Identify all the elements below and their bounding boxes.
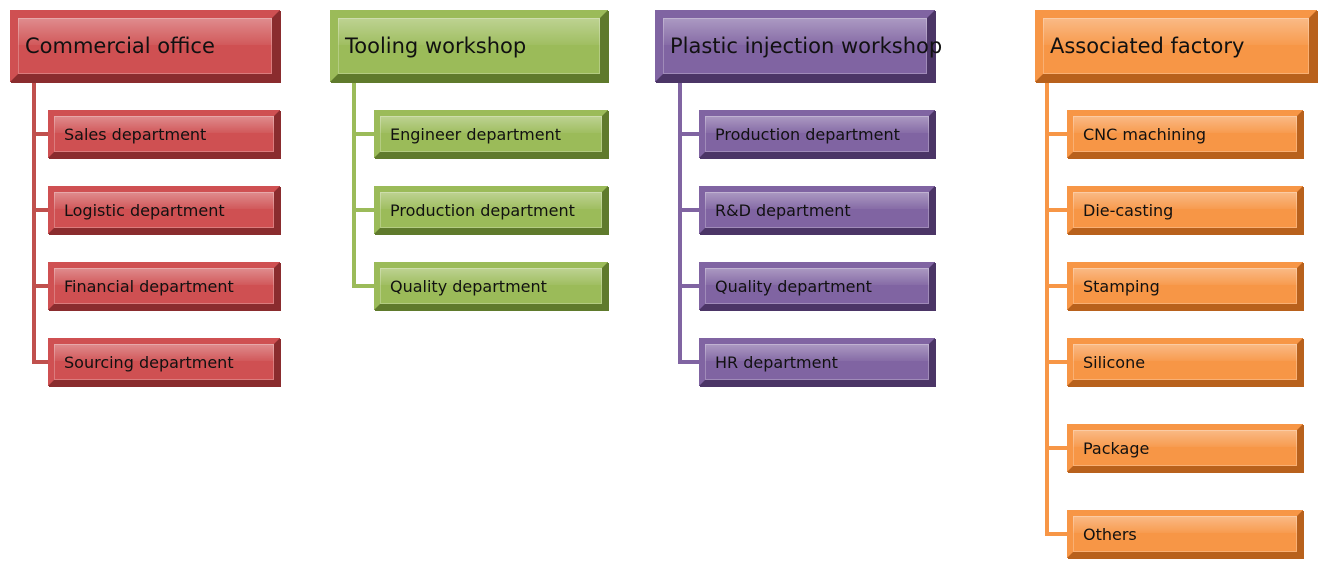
node-label: Sourcing department xyxy=(64,352,234,372)
node-commercial-financial-department: Financial department xyxy=(48,262,280,310)
node-tooling-engineer-department: Engineer department xyxy=(374,110,608,158)
header-associated: Associated factory xyxy=(1035,10,1317,82)
header-tooling: Tooling workshop xyxy=(330,10,608,82)
node-label: Silicone xyxy=(1083,352,1146,372)
node-tooling-quality-department: Quality department xyxy=(374,262,608,310)
node-label: Production department xyxy=(715,124,900,144)
header-commercial: Commercial office xyxy=(10,10,280,82)
node-label: Quality department xyxy=(715,276,872,296)
node-label: HR department xyxy=(715,352,838,372)
node-label: Stamping xyxy=(1083,276,1160,296)
node-label: Production department xyxy=(390,200,575,220)
header-title: Tooling workshop xyxy=(345,34,527,58)
node-tooling-production-department: Production department xyxy=(374,186,608,234)
node-label: Sales department xyxy=(64,124,207,144)
node-label: Package xyxy=(1083,438,1150,458)
node-label: Die-casting xyxy=(1083,200,1174,220)
node-associated-cnc-machining: CNC machining xyxy=(1067,110,1303,158)
node-label: R&D department xyxy=(715,200,851,220)
header-title: Associated factory xyxy=(1050,34,1245,58)
node-associated-others: Others xyxy=(1067,510,1303,558)
node-associated-silicone: Silicone xyxy=(1067,338,1303,386)
node-label: Quality department xyxy=(390,276,547,296)
header-title: Plastic injection workshop xyxy=(670,34,943,58)
header-title: Commercial office xyxy=(25,34,215,58)
node-commercial-sales-department: Sales department xyxy=(48,110,280,158)
node-associated-die-casting: Die-casting xyxy=(1067,186,1303,234)
node-plastic-hr-department: HR department xyxy=(699,338,935,386)
node-label: Engineer department xyxy=(390,124,561,144)
node-plastic-randd-department: R&D department xyxy=(699,186,935,234)
node-label: Financial department xyxy=(64,276,234,296)
node-associated-stamping: Stamping xyxy=(1067,262,1303,310)
node-label: Logistic department xyxy=(64,200,225,220)
node-plastic-quality-department: Quality department xyxy=(699,262,935,310)
node-label: Others xyxy=(1083,524,1137,544)
node-commercial-sourcing-department: Sourcing department xyxy=(48,338,280,386)
node-label: CNC machining xyxy=(1083,124,1207,144)
node-associated-package: Package xyxy=(1067,424,1303,472)
node-commercial-logistic-department: Logistic department xyxy=(48,186,280,234)
header-plastic: Plastic injection workshop xyxy=(655,10,942,82)
node-plastic-production-department: Production department xyxy=(699,110,935,158)
